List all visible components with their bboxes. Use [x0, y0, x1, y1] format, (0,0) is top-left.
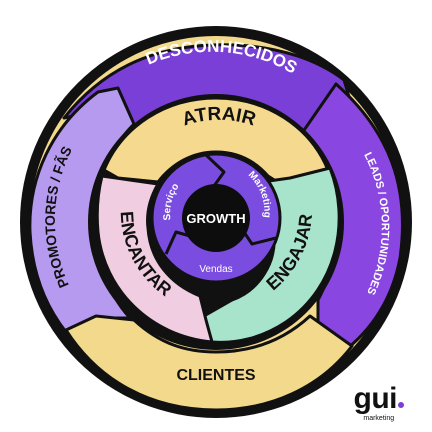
- brand-dot-icon: [398, 402, 404, 408]
- segment-encantar: [95, 174, 214, 344]
- growth-core: [182, 184, 250, 252]
- inner-divider-right: [242, 231, 277, 246]
- segment-clientes: [64, 314, 354, 412]
- inner-divider-top: [204, 153, 226, 187]
- brand-subtitle: marketing: [363, 415, 395, 422]
- brand-logo: gui marketing: [353, 382, 404, 422]
- inner-divider-left: [164, 230, 191, 255]
- brand-word: gui: [353, 382, 398, 415]
- segment-atrair: [102, 96, 330, 192]
- growth-label: GROWTH: [186, 211, 245, 226]
- outer-label-clientes: CLIENTES: [176, 367, 255, 384]
- inner-label-vendas: Vendas: [199, 264, 232, 275]
